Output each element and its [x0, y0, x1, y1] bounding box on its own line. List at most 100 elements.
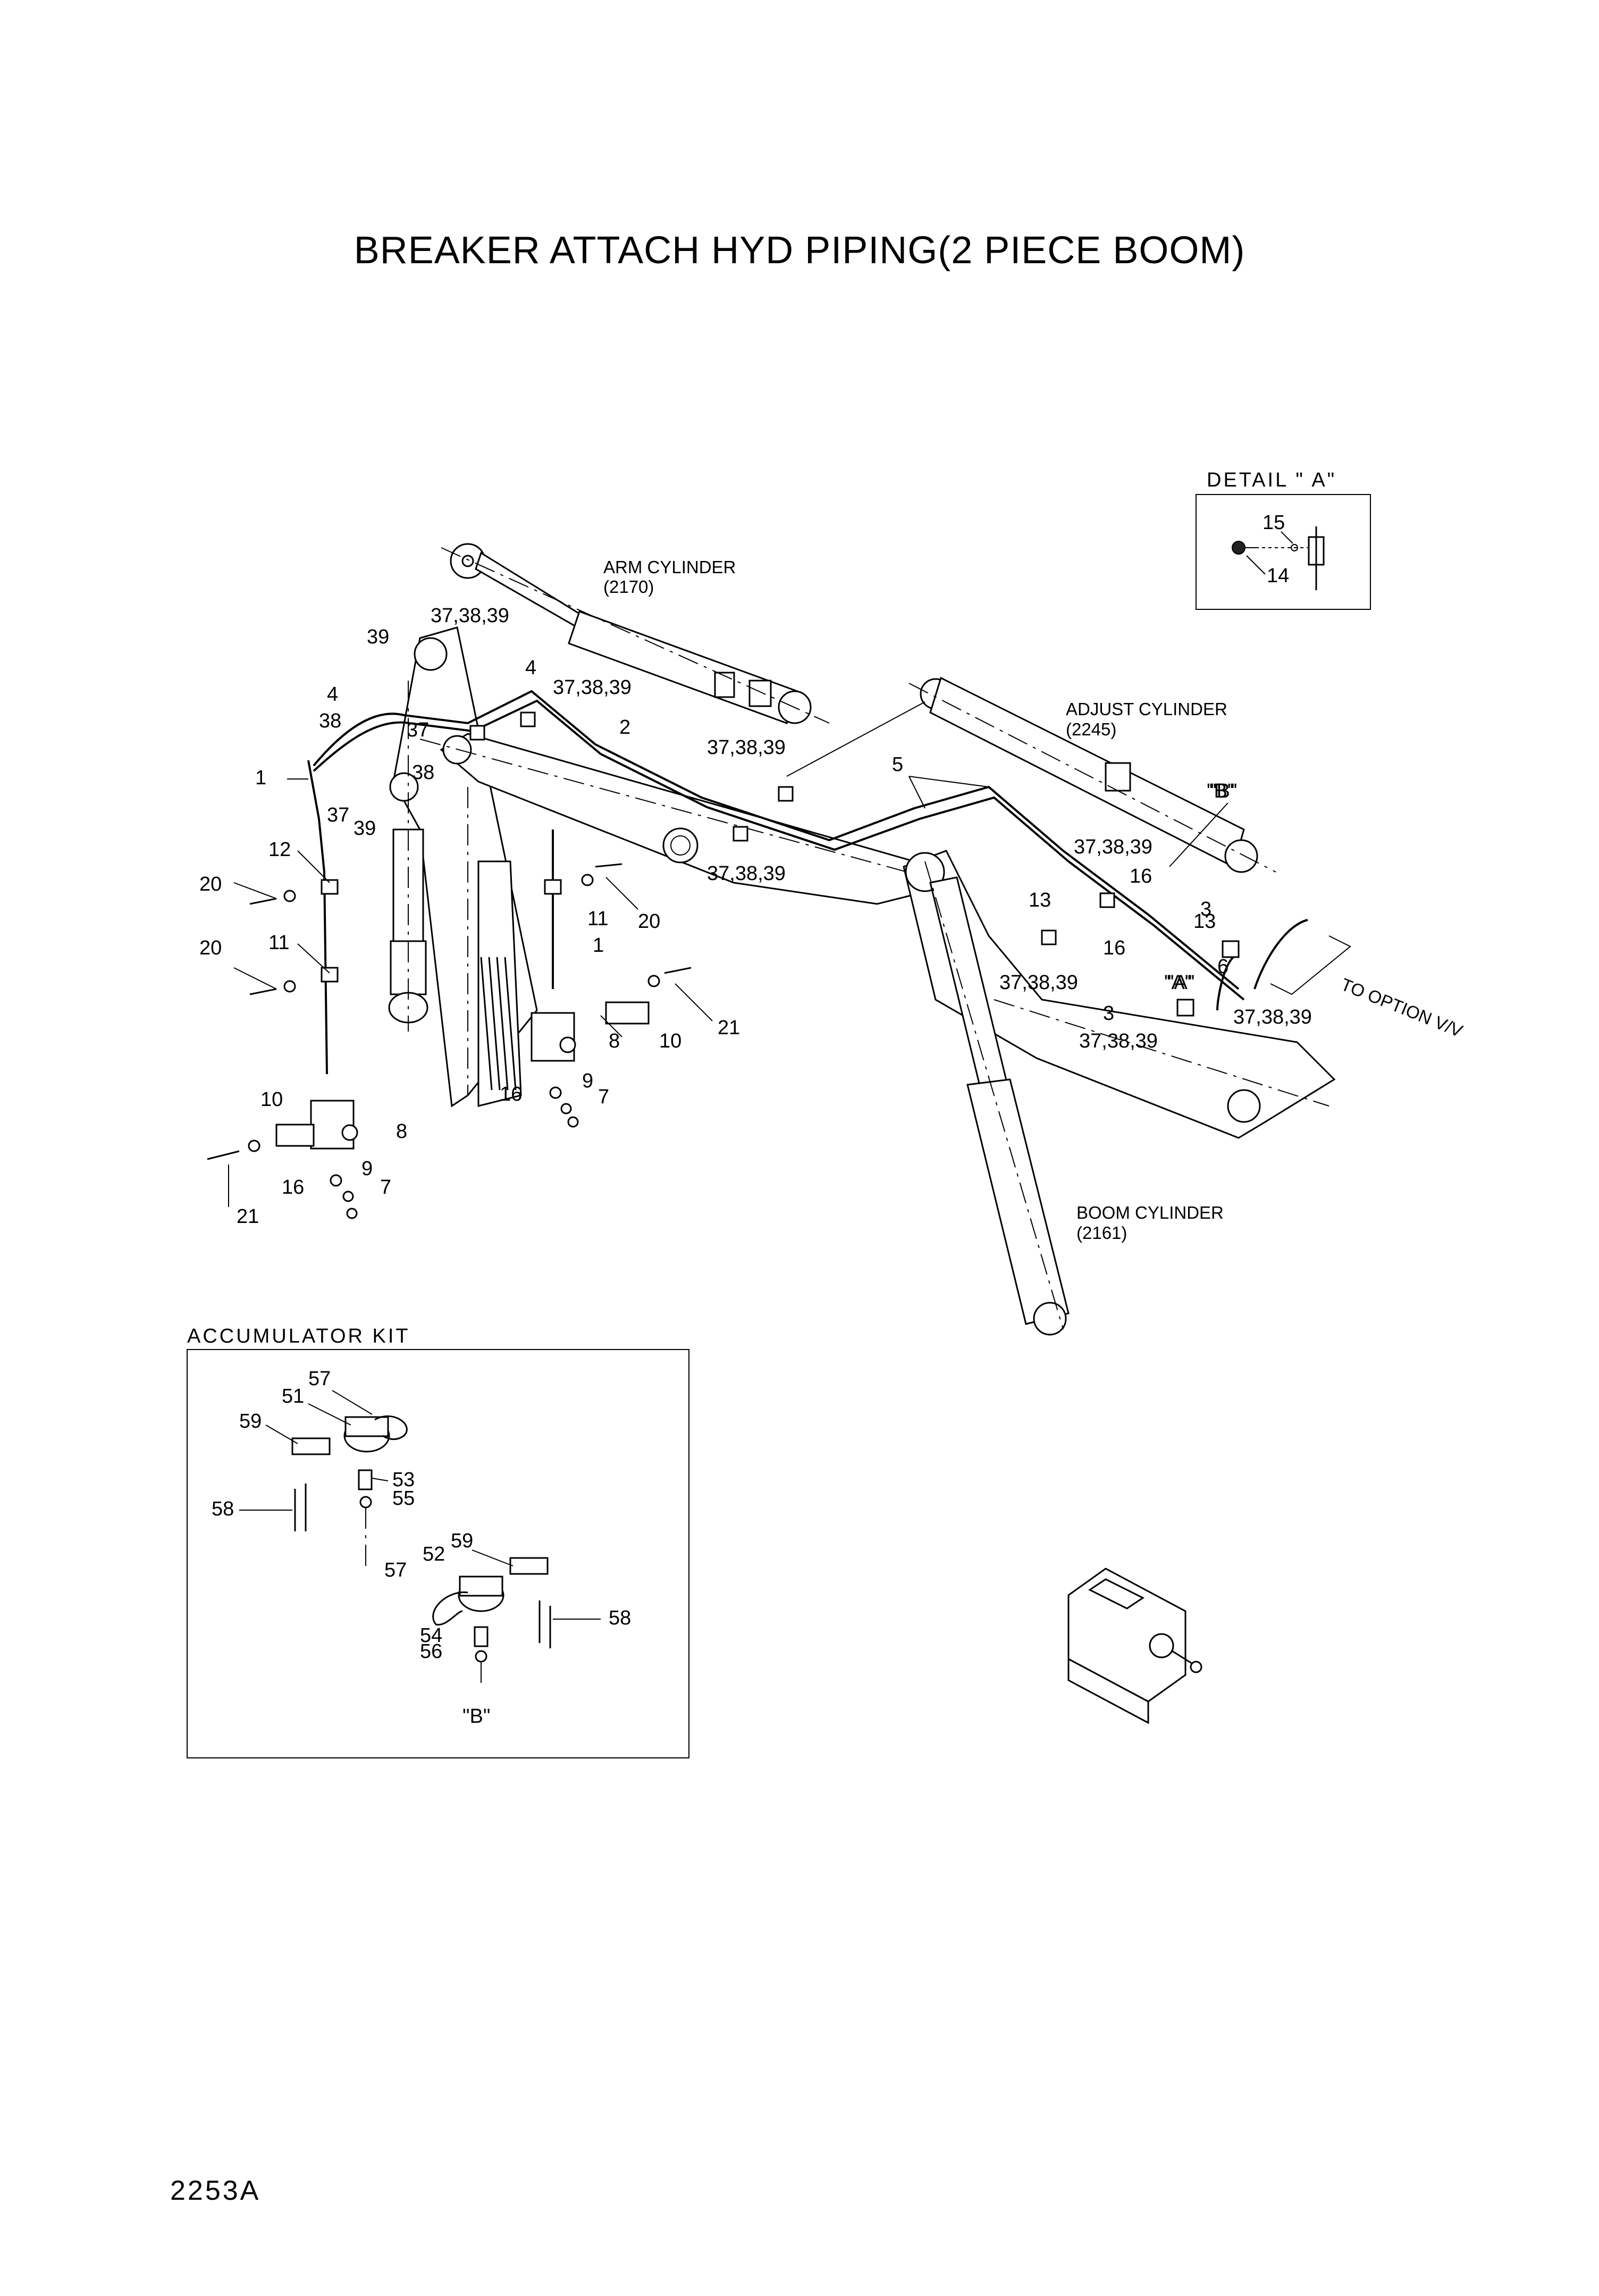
pipe-clamps: [321, 711, 1240, 1017]
valve-block-port: [1149, 1633, 1174, 1658]
clamp: [321, 879, 339, 895]
callout-54: 54: [420, 1624, 442, 1647]
fitting-16: [330, 1174, 342, 1187]
boom-upper-centerline: [419, 739, 947, 883]
leader: [297, 943, 330, 974]
callout-53: 53: [392, 1469, 415, 1491]
callout: 13: [1029, 889, 1051, 911]
valve-block-spigot: [1172, 1650, 1194, 1665]
callout: 37: [327, 804, 349, 826]
detail-a-frame: [1196, 494, 1371, 610]
callout: 37,38,39: [999, 971, 1078, 994]
clamp: [1222, 940, 1240, 958]
fitting-9: [560, 1103, 572, 1115]
bucket-cylinder: [388, 681, 428, 1032]
arm-cylinder: ARM CYLINDER (2170): [441, 543, 830, 724]
callout-14: 14: [1267, 565, 1289, 587]
callout: 39: [367, 626, 389, 648]
washer: [248, 1139, 260, 1152]
callout-55: 55: [392, 1487, 415, 1510]
clamp: [469, 725, 485, 741]
detail-a-inset: DETAIL " A" 15 14: [1196, 469, 1371, 610]
adjust-cylinder: ADJUST CYLINDER (2245): [786, 676, 1276, 873]
callout: 16: [282, 1176, 304, 1199]
arm-rib-4: [504, 957, 517, 1091]
stop-valve-body: [310, 1100, 355, 1150]
stop-valve-knob: [559, 1036, 576, 1053]
leader: [233, 882, 277, 899]
boom-upper-body: [440, 733, 921, 905]
washer: [283, 890, 296, 902]
pipe-line-1: [313, 690, 1240, 990]
leader: [908, 776, 925, 809]
clamp: [1041, 929, 1057, 945]
boom-cylinder-code: (2161): [1076, 1223, 1127, 1243]
leader: [472, 1549, 514, 1566]
pipe-left-vertical: [307, 760, 328, 1075]
washer-56: [475, 1650, 487, 1663]
accumulator-kit-header: ACCUMULATOR KIT: [187, 1325, 410, 1347]
stop-valve-knob: [341, 1124, 358, 1141]
to-option-bracket-line: [1270, 935, 1351, 995]
boom-lower-foot-pin: [1227, 1089, 1261, 1123]
arm-cylinder-code: (2170): [603, 577, 654, 597]
callout-51: 51: [282, 1385, 304, 1407]
arm-cylinder-port-2: [748, 680, 772, 707]
callout: 2: [619, 716, 630, 739]
bolt-21: [664, 967, 692, 974]
bolt-20: [249, 898, 277, 905]
washer-55: [359, 1496, 372, 1509]
hose-57: [432, 1591, 468, 1625]
clamp: [1099, 892, 1115, 908]
callout: 37,38,39: [553, 676, 632, 699]
arm-mid-pin: [389, 772, 419, 802]
leader: [908, 776, 989, 787]
boom-lower-body: [903, 850, 1336, 1139]
washer: [647, 975, 660, 987]
callout: 11: [587, 908, 608, 930]
callout: 37,38,39: [1074, 836, 1152, 858]
boom-lower: [903, 850, 1336, 1139]
boom-upper-hole-inner: [670, 835, 691, 856]
adjust-cylinder-name: ADJUST CYLINDER: [1066, 699, 1227, 719]
callout: "B": [1209, 780, 1237, 802]
boom-cylinder-base-eye: [1033, 1302, 1067, 1336]
to-option-label: TO OPTION V/V: [1338, 974, 1465, 1041]
view-b-label: "B": [462, 1705, 490, 1728]
callout: 4: [327, 683, 338, 706]
callout: 20: [199, 873, 222, 895]
callout: 9: [582, 1070, 593, 1092]
callout-57: 57: [384, 1559, 407, 1581]
washer: [581, 874, 594, 886]
boom-cylinder-centerline: [924, 861, 1064, 1330]
clamp: [733, 826, 748, 842]
bracket-59: [509, 1557, 549, 1575]
page-title: BREAKER ATTACH HYD PIPING(2 PIECE BOOM): [354, 229, 1245, 272]
leader: [372, 1478, 389, 1481]
callout: 21: [237, 1205, 259, 1228]
pipe-line-2: [313, 699, 1245, 1001]
callout: 4: [525, 657, 536, 679]
callout: 37,38,39: [1233, 1006, 1312, 1028]
callout: 12: [268, 839, 291, 861]
pipe-to-option-2: [1216, 956, 1234, 1011]
fitting-53: [358, 1469, 373, 1490]
arm-rib-2: [488, 957, 501, 1091]
callout: 37,38,39: [707, 862, 786, 885]
callout: 8: [396, 1120, 407, 1143]
hose-57: [374, 1415, 408, 1440]
detail-a-header: DETAIL " A": [1207, 469, 1336, 491]
clamp: [520, 711, 536, 727]
callout: 37,38,39: [707, 736, 786, 759]
callout: 1: [255, 767, 266, 789]
callout: "A": [1167, 971, 1194, 994]
hydraulic-pipes: [307, 690, 1308, 1075]
fitting-9: [342, 1191, 354, 1202]
callout: 13: [1193, 910, 1216, 933]
bolt-20: [595, 863, 622, 868]
fitting-16: [549, 1086, 562, 1099]
callout: 16: [500, 1083, 522, 1105]
view-a-marker: "A": [1164, 971, 1192, 994]
callout-52: 52: [423, 1543, 445, 1565]
arm-cylinder-eye-pin: [461, 555, 474, 567]
